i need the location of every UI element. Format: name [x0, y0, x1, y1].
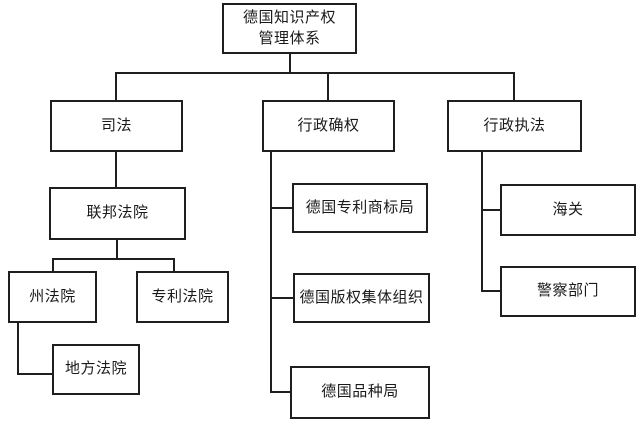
connector-stub-police: [481, 290, 500, 292]
connector-root-down: [289, 54, 291, 72]
node-patent-trademark-office-label: 德国专利商标局: [305, 199, 415, 216]
connector-stub-customs: [481, 209, 500, 211]
connector-drop-patent-court: [173, 258, 175, 271]
connector-drop-judiciary: [115, 72, 117, 100]
node-plant-variety-office-label: 德国品种局: [321, 384, 399, 400]
connector-drop-admin-enforcement: [513, 72, 515, 100]
node-federal-court-label: 联邦法院: [86, 205, 149, 221]
node-admin-confirmation: 行政确权: [262, 100, 395, 152]
connector-courts-horizontal: [52, 258, 175, 260]
node-judiciary: 司法: [50, 100, 183, 152]
node-copyright-collective-org-label: 德国版权集体组织: [299, 289, 424, 306]
connector-drop-state-court: [52, 258, 54, 271]
node-copyright-collective-org: 德国版权集体组织: [293, 273, 430, 323]
node-police: 警察部门: [500, 266, 636, 317]
node-admin-confirmation-label: 行政确权: [297, 117, 360, 134]
node-root: 德国知识产权 管理体系: [222, 3, 357, 54]
connector-state-court-down: [17, 323, 19, 375]
connector-stub-copyright-org: [270, 297, 293, 299]
node-plant-variety-office: 德国品种局: [290, 366, 430, 419]
connector-federal-down: [116, 240, 118, 258]
connector-drop-admin-confirmation: [327, 72, 329, 100]
connector-judiciary-federal: [115, 152, 117, 187]
node-root-line2: 管理体系: [258, 30, 321, 47]
node-judiciary-label: 司法: [100, 117, 132, 134]
connector-admin-enforcement-spine: [481, 152, 483, 292]
node-patent-court-label: 专利法院: [151, 288, 214, 305]
node-patent-trademark-office: 德国专利商标局: [292, 183, 428, 233]
node-state-court-label: 州法院: [29, 288, 76, 305]
node-patent-court: 专利法院: [136, 271, 229, 323]
node-admin-enforcement-label: 行政执法: [483, 117, 546, 134]
connector-stub-patent-office: [270, 207, 292, 209]
connector-stub-variety-office: [270, 391, 290, 393]
node-root-line1: 德国知识产权: [242, 9, 336, 26]
connector-local-court-stub: [17, 373, 52, 375]
node-police-label: 警察部门: [536, 283, 599, 299]
connector-admin-confirmation-spine: [270, 152, 272, 393]
node-customs: 海关: [500, 184, 636, 236]
node-local-court: 地方法院: [52, 344, 140, 395]
node-admin-enforcement: 行政执法: [447, 100, 582, 152]
node-local-court-label: 地方法院: [64, 361, 127, 377]
node-customs-label: 海关: [552, 201, 584, 218]
connector-top-horizontal: [115, 72, 515, 74]
node-state-court: 州法院: [8, 271, 97, 323]
node-federal-court: 联邦法院: [49, 187, 186, 240]
